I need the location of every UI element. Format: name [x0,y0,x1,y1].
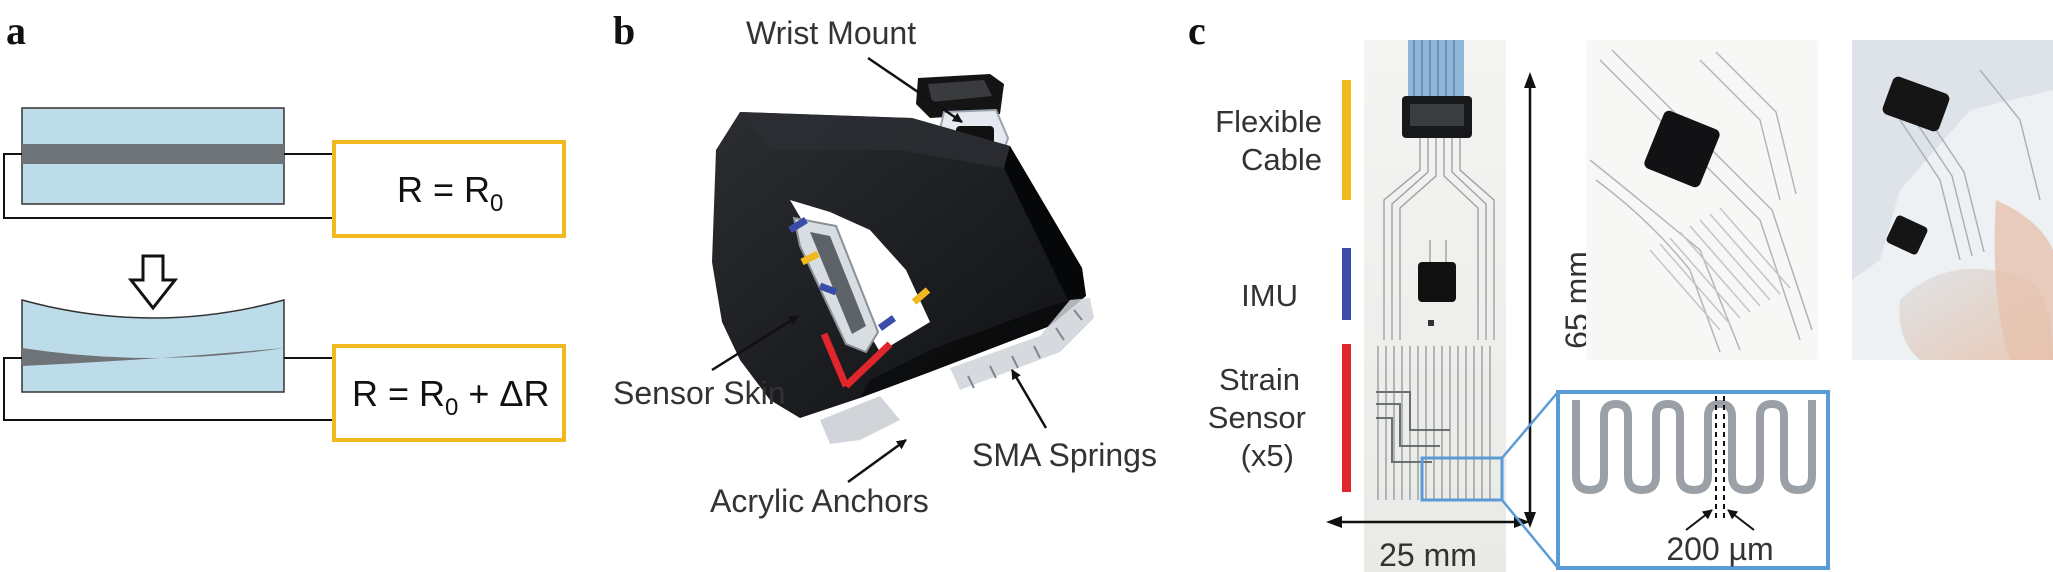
flat-substrate-diagram: R = R0 [3,107,566,238]
label-imu: IMU [1241,278,1298,313]
hand-thumb [1994,200,2053,360]
signal-traces [1383,138,1495,340]
sma-spring-strip [950,298,1094,390]
hand-photo-traces [1899,69,2041,261]
wire-bottom-loop [3,357,334,421]
panel-c: c Flexible Cable IMU Strain Sensor (x5) [1188,8,2053,572]
marker-red-left [820,332,850,388]
imu-closeup-photo [1586,40,1818,360]
strain-sensor-serpentines [1377,346,1491,500]
label-acrylic-anchors: Acrylic Anchors [710,483,929,519]
sma-spring-coils [967,309,1083,389]
bent-substrate-diagram: R = R0 + ΔR [3,299,566,442]
frame-bottom-face [860,296,1086,398]
marker-red-right [843,341,893,389]
actuator-frame [712,112,1086,418]
label-width: 25 mm [1379,537,1477,572]
ribbon-cable [1408,40,1464,96]
imu-chip [1418,262,1456,302]
serpentine-zoom-inset: 200 µm [1556,390,1830,570]
label-strain: Strain [1219,362,1300,397]
bent-conductor-layer [22,348,284,366]
acrylic-anchor [820,396,900,444]
zoom-region-box [1420,456,1504,502]
zoom-line-top [1501,391,1559,459]
panel-letter-b: b [613,8,635,53]
label-wrist-mount: Wrist Mount [746,15,916,51]
marker-yellow-right [911,287,931,305]
serpentine-trace [1572,399,1816,495]
sensor-skin-board-photo [1364,40,1506,572]
label-cable: Cable [1241,142,1322,177]
imu-capacitor [1428,320,1434,326]
frame-side-face [1004,146,1086,300]
closeup-imu-chip [1644,110,1720,188]
marker-yellow-left [800,250,820,266]
bar-flexible-cable [1342,80,1351,200]
down-arrow-icon [127,254,179,311]
strain-sensor-leads [1376,391,1450,463]
label-sma-springs: SMA Springs [972,437,1157,473]
gap-arrow-right [1727,509,1755,531]
sma-springs-photo [820,298,1094,444]
marker-blue-right [877,315,897,331]
panel-letter-c: c [1188,8,1206,53]
marker-blue [788,217,808,233]
flat-conductor-layer [22,144,284,164]
panel-a: a R = R0 R = R0 + ΔR [3,8,566,442]
panel-b: b [613,8,1157,519]
panel-letter-a: a [6,8,26,53]
arrow-sma-springs [1010,369,1048,429]
arrow-sensor-skin [711,314,799,372]
label-sensor: Sensor [1208,400,1306,435]
wrist-strap-sheen [928,80,992,102]
bent-substrate [21,299,285,393]
closeup-serpentines [1649,207,1791,331]
hand-photo-imu [1886,215,1928,255]
arrow-acrylic-anchors [847,438,907,484]
sensor-skin-traces [810,232,866,334]
equation-bottom: R = R0 + ΔR [352,373,549,421]
connector-pins [1410,104,1464,126]
label-flexible: Flexible [1215,104,1322,139]
resistance-box-top [332,140,566,238]
bar-strain-sensor [1342,344,1351,492]
sensor-skin-photo [788,216,931,389]
label-x5: (x5) [1241,438,1294,473]
frame-top-face [740,112,1010,168]
wire-top-loop [3,153,334,219]
label-gap: 200 µm [1666,531,1773,567]
resistance-box-bottom [332,344,566,442]
label-sensor-skin: Sensor Skin [613,375,786,411]
hand-photo-connector [1882,76,1950,132]
gap-arrow-left [1685,509,1713,531]
hand-photo [1852,40,2053,360]
arrow-wrist-mount [867,56,963,124]
equation-top: R = R0 [397,169,503,217]
ribbon-cable-lines [1413,40,1455,96]
zoom-line-bottom [1501,499,1559,569]
bar-imu [1342,248,1351,320]
marker-blue-lower [818,282,838,296]
